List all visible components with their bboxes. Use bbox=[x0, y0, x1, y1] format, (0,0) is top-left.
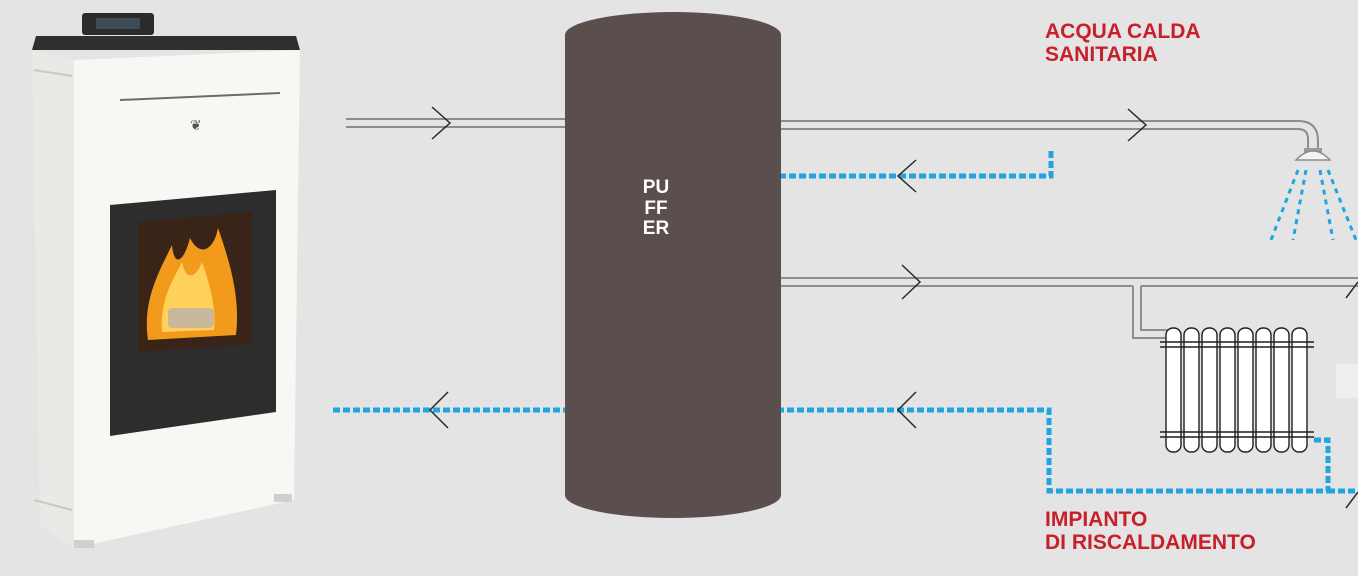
pellet-stove-icon: ❦ bbox=[32, 13, 300, 548]
svg-text:❦: ❦ bbox=[190, 118, 202, 134]
flow-arrow-icon bbox=[1346, 282, 1358, 298]
stove-to-puffer-supply-pipe bbox=[346, 119, 570, 127]
flow-arrow-icon bbox=[432, 107, 450, 139]
dhw-return-pipe bbox=[781, 151, 1051, 176]
shower-icon bbox=[1271, 148, 1356, 240]
flow-arrow-icon bbox=[902, 265, 920, 299]
puffer-label: PUFFER bbox=[642, 178, 670, 240]
puffer-tank bbox=[565, 12, 781, 518]
radiator-icon bbox=[1160, 328, 1314, 452]
flow-arrow-icon bbox=[1346, 492, 1358, 508]
dhw-supply-pipe bbox=[781, 121, 1318, 150]
heating-supply-pipe bbox=[781, 278, 1358, 338]
flow-arrow-icon bbox=[1128, 109, 1146, 141]
heating-system-label: IMPIANTO DI RISCALDAMENTO bbox=[1045, 508, 1256, 554]
dhw-label: ACQUA CALDA SANITARIA bbox=[1045, 20, 1201, 66]
